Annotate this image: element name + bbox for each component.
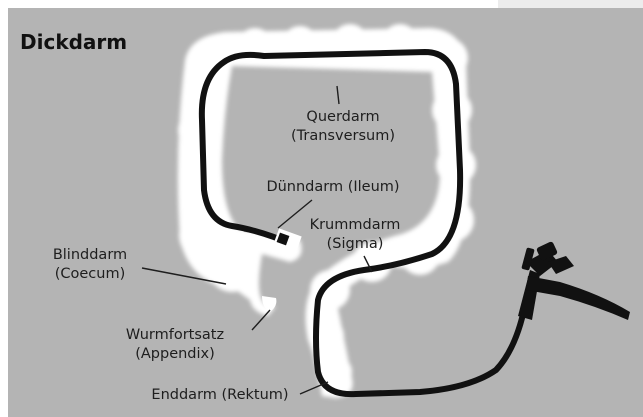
- label-blinddarm: Blinddarm (Coecum): [40, 246, 140, 284]
- label-wurmfortsatz-line2: (Appendix): [110, 345, 240, 364]
- label-wurmfortsatz: Wurmfortsatz (Appendix): [110, 326, 240, 364]
- label-krummdarm: Krummdarm (Sigma): [300, 216, 410, 254]
- label-wurmfortsatz-line1: Wurmfortsatz: [110, 326, 240, 345]
- label-blinddarm-line2: (Coecum): [40, 265, 140, 284]
- label-krummdarm-line2: (Sigma): [300, 235, 410, 254]
- label-querdarm-line2: (Transversum): [278, 127, 408, 146]
- endoscope-icon: [518, 241, 630, 320]
- label-blinddarm-line1: Blinddarm: [40, 246, 140, 265]
- label-duenndarm: Dünndarm (Ileum): [248, 178, 418, 197]
- label-enddarm: Enddarm (Rektum): [140, 386, 300, 405]
- label-querdarm-line1: Querdarm: [278, 108, 408, 127]
- diagram-title: Dickdarm: [20, 30, 127, 54]
- label-querdarm: Querdarm (Transversum): [278, 108, 408, 146]
- label-krummdarm-line1: Krummdarm: [300, 216, 410, 235]
